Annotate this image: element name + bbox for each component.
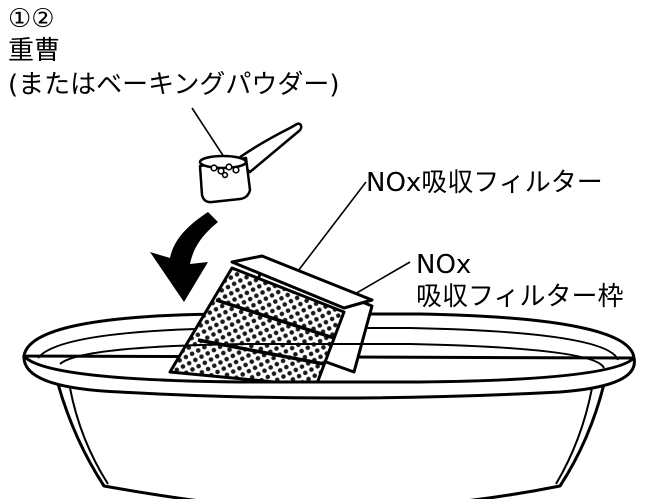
basin-front-rim xyxy=(22,354,636,400)
nox-filter-label: NOx吸収フィルター xyxy=(366,168,603,198)
nox-frame-label-line1: NOx xyxy=(416,250,472,280)
basin-icon xyxy=(22,354,636,499)
leader-line-soda xyxy=(191,107,227,161)
basin-body xyxy=(56,382,606,499)
nox-filter xyxy=(168,254,374,388)
scoop-handle xyxy=(234,122,303,174)
curved-arrow-icon xyxy=(150,212,218,302)
step-numbers: ①② xyxy=(8,4,55,34)
scoop-icon xyxy=(198,122,303,204)
powder-grains xyxy=(210,163,240,179)
leader-line-frame xyxy=(347,261,411,299)
baking-powder-label: (またはベーキングパウダー) xyxy=(8,70,340,100)
leader-lines xyxy=(191,107,411,299)
baking-soda-label: 重曹 xyxy=(8,36,61,66)
water-surface xyxy=(59,343,605,369)
nox-frame-label-line2: 吸収フィルター枠 xyxy=(416,282,624,312)
filter-frame-top xyxy=(230,254,374,310)
